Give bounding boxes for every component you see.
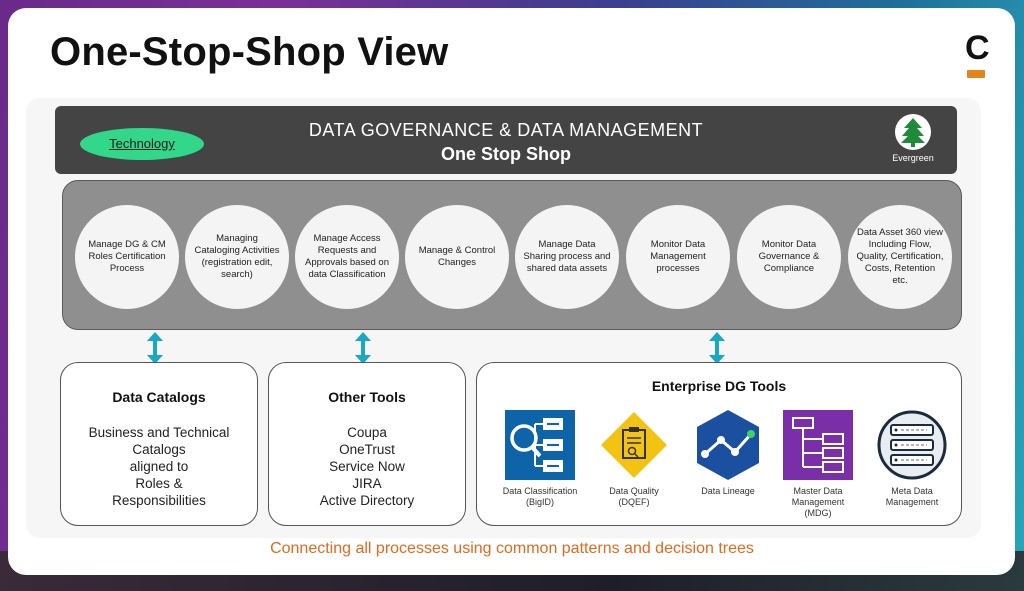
process-cataloging: Managing Cataloging Activities (registra…	[185, 205, 289, 309]
bidirectional-arrow-icon	[709, 332, 725, 364]
data-lineage-icon	[693, 410, 763, 480]
header-subtitle: One Stop Shop	[441, 144, 571, 164]
list-item: Business and Technical	[88, 425, 230, 440]
list-item: Coupa	[347, 425, 387, 440]
brand-logo-bar	[967, 70, 985, 78]
tool-label: Data Classification (BigID)	[502, 486, 578, 507]
process-label: Monitor Data Governance & Compliance	[758, 239, 820, 274]
process-label: Monitor Data Management processes	[650, 239, 706, 274]
list-item: aligned to	[129, 459, 189, 474]
brand-logo: C	[965, 28, 990, 84]
other-tools-box: Other Tools Coupa OneTrust Service Now J…	[268, 362, 466, 526]
process-label: Managing Cataloging Activities (registra…	[194, 233, 280, 280]
process-data-sharing: Manage Data Sharing process and shared d…	[515, 205, 619, 309]
process-data-asset-360: Data Asset 360 view Including Flow, Qual…	[848, 205, 952, 309]
header-title: DATA GOVERNANCE & DATA MANAGEMENT	[308, 120, 704, 140]
data-catalogs-title: Data Catalogs	[112, 389, 206, 405]
process-changes: Manage & Control Changes	[405, 205, 509, 309]
list-item: OneTrust	[339, 442, 395, 457]
data-catalogs-box: Data Catalogs Business and Technical Cat…	[60, 362, 258, 526]
process-label: Manage Data Sharing process and shared d…	[523, 239, 611, 274]
tool-master-data: Master Data Management (MDG)	[778, 410, 858, 519]
other-tools-title: Other Tools	[328, 389, 406, 405]
tool-label: Master Data Management (MDG)	[791, 486, 845, 518]
process-access-requests: Manage Access Requests and Approvals bas…	[295, 205, 399, 309]
metadata-icon	[877, 410, 947, 480]
tool-data-lineage: Data Lineage	[688, 410, 768, 497]
list-item: Responsibilities	[112, 493, 206, 508]
process-label: Manage Access Requests and Approvals bas…	[305, 233, 389, 280]
list-item: Roles &	[135, 476, 183, 491]
bidirectional-arrow-icon	[355, 332, 371, 364]
list-item: Catalogs	[132, 442, 186, 457]
master-data-icon	[783, 410, 853, 480]
brand-logo-letter: C	[965, 29, 990, 67]
tool-metadata: Meta Data Management	[872, 410, 952, 508]
process-label: Manage & Control Changes	[418, 245, 496, 268]
slide-title: One-Stop-Shop View	[50, 30, 449, 74]
header-band: Technology DATA GOVERNANCE & DATA MANAGE…	[55, 106, 957, 174]
tool-label: Data Quality (DQEF)	[609, 486, 659, 507]
process-monitor-dg: Monitor Data Governance & Compliance	[737, 205, 841, 309]
process-label: Manage DG & CM Roles Certification Proce…	[88, 239, 166, 274]
other-tools-list: Coupa OneTrust Service Now JIRA Active D…	[269, 424, 465, 509]
bidirectional-arrow-icon	[147, 332, 163, 364]
evergreen-label: Evergreen	[892, 153, 934, 163]
process-band: Manage DG & CM Roles Certification Proce…	[62, 180, 962, 330]
list-item: Service Now	[329, 459, 405, 474]
tool-label: Meta Data Management	[885, 486, 939, 507]
evergreen-badge: Evergreen	[885, 114, 941, 163]
evergreen-tree-icon	[895, 114, 931, 150]
list-item: JIRA	[352, 476, 382, 491]
data-quality-icon	[599, 410, 669, 480]
tool-data-classification: Data Classification (BigID)	[500, 410, 580, 508]
list-item: Active Directory	[319, 493, 415, 508]
footer-caption: Connecting all processes using common pa…	[270, 540, 754, 557]
process-label: Data Asset 360 view Including Flow, Qual…	[856, 227, 944, 286]
tool-label: Data Lineage	[701, 486, 755, 496]
enterprise-dg-tools-title: Enterprise DG Tools	[651, 378, 787, 394]
technology-pill[interactable]: Technology	[80, 128, 204, 160]
data-classification-icon	[505, 410, 575, 480]
tool-data-quality: Data Quality (DQEF)	[594, 410, 674, 508]
process-monitor-dm: Monitor Data Management processes	[626, 205, 730, 309]
data-catalogs-list: Business and Technical Catalogs aligned …	[61, 424, 257, 509]
process-dg-cm-roles: Manage DG & CM Roles Certification Proce…	[75, 205, 179, 309]
